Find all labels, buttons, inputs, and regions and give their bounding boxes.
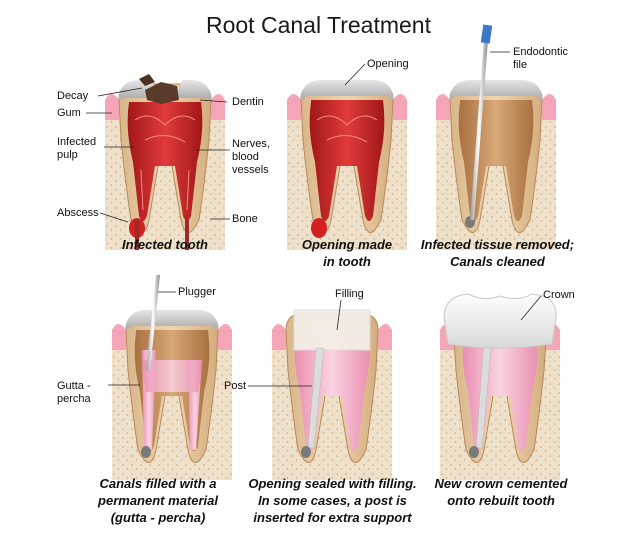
- label-file: file: [513, 59, 528, 71]
- label-gum: Gum: [57, 107, 81, 119]
- label-plugger: Plugger: [178, 286, 216, 298]
- label-crown: Crown: [543, 289, 575, 301]
- caption-opening-sealed: Opening sealed with filling. In some cas…: [248, 476, 417, 525]
- tooth-opening: [287, 80, 407, 250]
- label-gutta: Gutta -: [57, 380, 91, 392]
- label-endodontic: Endodontic: [513, 46, 569, 58]
- caption-canals-filled: Canals filled with a permanent material …: [98, 476, 218, 525]
- caption-opening-made: Opening made in tooth: [301, 237, 393, 269]
- label-post: Post: [224, 380, 247, 392]
- leader-lines: [86, 51, 542, 387]
- label-dentin: Dentin: [232, 96, 264, 108]
- figure-title: Root Canal Treatment: [205, 12, 431, 38]
- caption-infected-tooth: Infected tooth: [122, 237, 208, 252]
- label-vessels: vessels: [232, 164, 269, 176]
- label-bone: Bone: [232, 213, 258, 225]
- label-filling: Filling: [335, 288, 364, 300]
- label-infected: Infected: [57, 136, 97, 148]
- tooth-sealed: [272, 309, 392, 480]
- label-abscess: Abscess: [57, 207, 99, 219]
- tooth-cleaned: [436, 24, 556, 250]
- caption-tissue-removed: Infected tissue removed; Canals cleaned: [420, 237, 575, 269]
- label-pulp: pulp: [57, 149, 78, 161]
- tooth-filled: [112, 275, 232, 480]
- label-decay: Decay: [57, 90, 89, 102]
- label-blood: blood: [232, 151, 259, 163]
- tooth-infected: [105, 74, 225, 250]
- label-percha: percha: [57, 393, 91, 405]
- label-nerves: Nerves,: [232, 138, 270, 150]
- caption-new-crown: New crown cemented onto rebuilt tooth: [434, 476, 568, 508]
- label-opening: Opening: [367, 58, 409, 70]
- tooth-crowned: [440, 293, 560, 480]
